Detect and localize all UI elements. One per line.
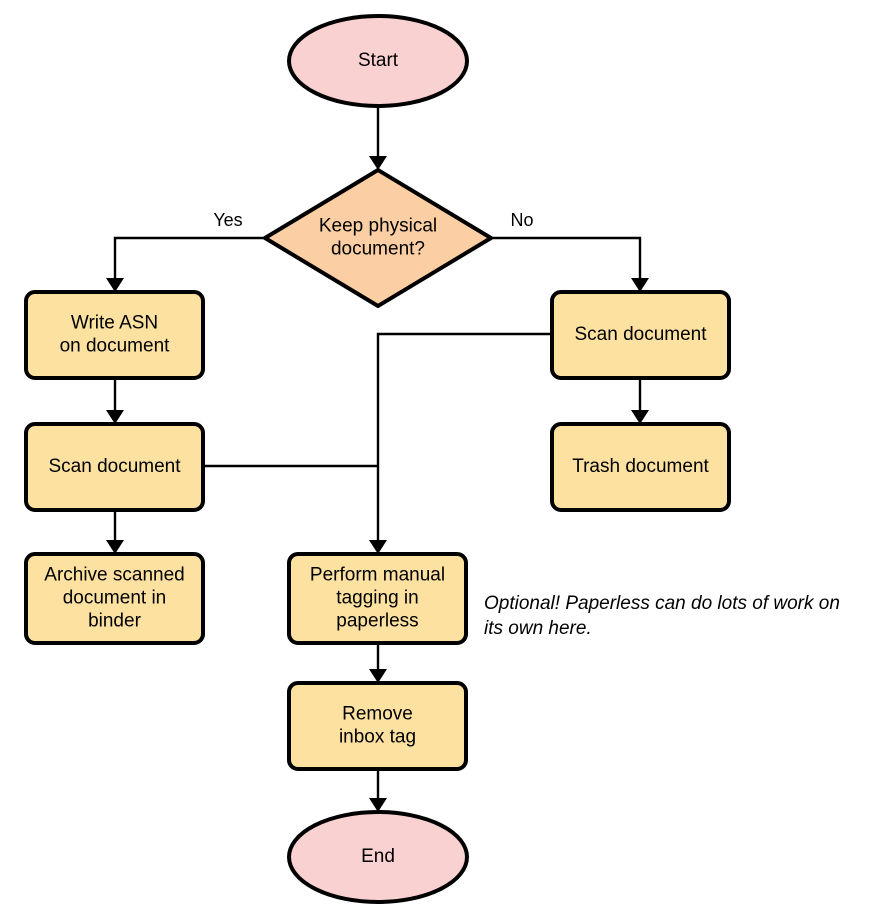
node-label: paperless <box>336 611 418 632</box>
edge-manual-tagging-to-remove-inbox-tag <box>369 643 387 683</box>
annotation-line: its own here. <box>484 618 592 639</box>
node-label: Trash document <box>572 456 709 477</box>
edge-scan-document-right-to-trash <box>631 378 649 424</box>
edge-label-decision-no-to-scan-document-right: No <box>510 210 533 230</box>
process-shape <box>287 681 468 771</box>
node-label: on document <box>60 336 171 357</box>
annotations-layer: Optional! Paperless can do lots of work … <box>484 593 840 639</box>
node-label: Start <box>358 50 399 71</box>
terminator-shape <box>287 810 469 904</box>
process-shape <box>550 290 731 380</box>
process-shape <box>24 290 205 380</box>
edge-label-decision-yes-to-write-asn: Yes <box>213 210 242 230</box>
edge-write-asn-to-scan-document-left <box>106 378 124 424</box>
edges-layer: Yes No <box>106 106 649 812</box>
node-trash-document[interactable]: Trash document <box>550 422 731 512</box>
edge-decision-no-to-scan-document-right: No <box>491 210 649 292</box>
process-shape <box>24 552 205 645</box>
node-label: Scan document <box>48 456 181 477</box>
edge-scan-document-left-to-archive <box>106 510 124 554</box>
node-label: inbox tag <box>339 727 416 748</box>
decision-shape <box>263 168 493 308</box>
edge-remove-inbox-tag-to-end <box>369 769 387 812</box>
node-label: Keep physical <box>319 216 437 237</box>
process-shape <box>550 422 731 512</box>
node-end[interactable]: End <box>287 810 469 904</box>
node-label: Remove <box>342 704 413 725</box>
annotation-optional-note: Optional! Paperless can do lots of work … <box>484 593 840 639</box>
node-label: document in <box>63 588 167 609</box>
node-label: Archive scanned <box>44 565 184 586</box>
node-scan-document-left[interactable]: Scan document <box>24 422 205 512</box>
node-label: Scan document <box>574 324 707 345</box>
node-start[interactable]: Start <box>287 14 469 108</box>
node-scan-document-right[interactable]: Scan document <box>550 290 731 380</box>
process-shape <box>287 552 468 645</box>
node-label: binder <box>88 611 141 632</box>
edge-start-to-decision <box>369 106 387 170</box>
node-label: End <box>361 846 395 867</box>
node-label: document? <box>331 239 425 260</box>
process-shape <box>24 422 205 512</box>
annotation-line: Optional! Paperless can do lots of work … <box>484 593 840 614</box>
node-label: tagging in <box>336 588 418 609</box>
edge-scan-document-right-to-manual-tagging <box>369 332 552 554</box>
node-label: Write ASN <box>71 313 158 334</box>
edge-decision-yes-to-write-asn: Yes <box>106 210 265 292</box>
terminator-shape <box>287 14 469 108</box>
node-label: Perform manual <box>310 565 445 586</box>
